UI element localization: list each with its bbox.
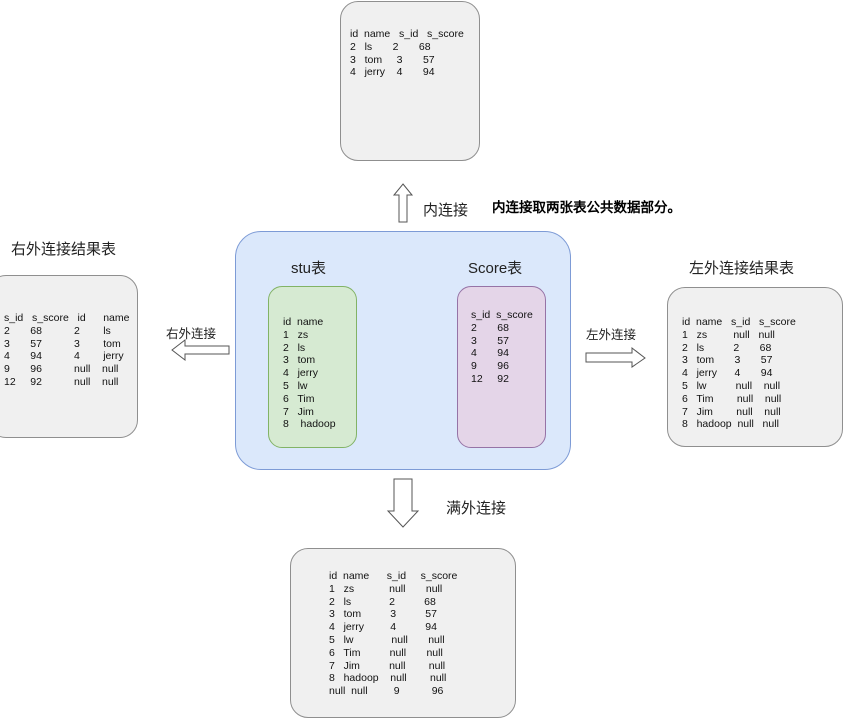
stu-table-title: stu表 [291,260,327,277]
left-outer-join-label: 左外连接 [586,328,637,342]
right-outer-join-result-table: s_id s_score id name 2 68 2 ls 3 57 3 to… [4,312,130,388]
inner-join-result-table: id name s_id s_score 2 ls 2 68 3 tom 3 5… [350,28,464,79]
full-outer-join-result-box: id name s_id s_score 1 zs null null 2 ls… [290,548,516,718]
score-table-box: s_id s_score 2 68 3 57 4 94 9 96 12 92 [457,286,546,448]
inner-join-label: 内连接 [423,202,469,219]
full-outer-join-result-table: id name s_id s_score 1 zs null null 2 ls… [329,570,458,698]
stu-table-content: id name 1 zs 2 ls 3 tom 4 jerry 5 lw 6 T… [283,316,336,431]
score-table-title: Score表 [468,260,523,277]
up-arrow-shape [392,183,414,223]
right-arrow-shape [585,346,646,368]
right-outer-join-title: 右外连接结果表 [11,241,117,258]
stu-table-box: id name 1 zs 2 ls 3 tom 4 jerry 5 lw 6 T… [268,286,357,448]
down-arrow-shape [386,478,420,528]
left-arrow-shape [171,338,230,362]
full-outer-join-label: 满外连接 [446,500,507,517]
left-outer-join-result-box: id name s_id s_score 1 zs null null 2 ls… [667,287,843,447]
left-outer-join-title: 左外连接结果表 [689,260,795,277]
inner-join-result-box: id name s_id s_score 2 ls 2 68 3 tom 3 5… [340,1,480,161]
score-table-content: s_id s_score 2 68 3 57 4 94 9 96 12 92 [471,309,533,385]
inner-join-note: 内连接取两张表公共数据部分。 [492,200,681,215]
left-outer-join-result-table: id name s_id s_score 1 zs null null 2 ls… [682,316,796,431]
right-outer-join-result-box: s_id s_score id name 2 68 2 ls 3 57 3 to… [0,275,138,438]
source-tables-container: stu表 Score表 id name 1 zs 2 ls 3 tom 4 je… [235,231,571,470]
right-outer-join-label: 右外连接 [166,327,217,341]
